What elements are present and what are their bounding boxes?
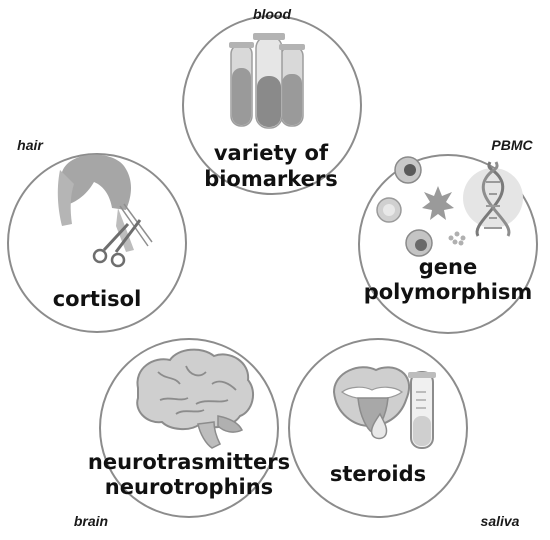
pbmc-marker-label-line2: polymorphism [364, 280, 533, 304]
brain-icon [136, 348, 255, 449]
brain-source-label: brain [74, 513, 108, 529]
blood-source-label: blood [253, 6, 292, 22]
blood-marker-label-line2: biomarkers [204, 167, 338, 191]
brain-node: neurotrasmitters neurotrophins brain [74, 338, 290, 529]
saliva-node: steroids saliva [288, 338, 520, 529]
pbmc-source-label: PBMC [491, 137, 533, 153]
hair-marker-label: cortisol [53, 287, 142, 311]
hair-source-label: hair [17, 137, 44, 153]
pbmc-marker-label-line1: gene [419, 255, 477, 279]
mouth-saliva-tube-icon [332, 366, 436, 449]
saliva-source-label: saliva [481, 513, 520, 529]
hair-cutting-icon [57, 154, 153, 268]
brain-marker-label-line2: neurotrophins [105, 475, 273, 499]
hair-node: cortisol hair [7, 137, 187, 333]
test-tubes-icon [229, 33, 305, 129]
blood-node: variety of biomarkers blood [182, 6, 362, 195]
brain-marker-label-line1: neurotrasmitters [88, 450, 290, 474]
hair-circle [7, 153, 187, 333]
blood-cells-dna-icon [376, 156, 523, 257]
saliva-marker-label: steroids [330, 462, 426, 486]
blood-marker-label-line1: variety of [214, 141, 329, 165]
pbmc-node: gene polymorphism PBMC [358, 137, 538, 334]
